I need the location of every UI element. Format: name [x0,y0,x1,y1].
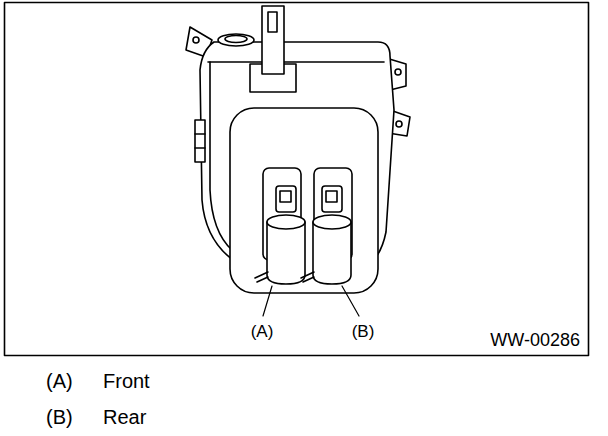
pump-connector [326,191,337,202]
pump-connector [322,186,342,212]
ear-hole [395,69,401,75]
ear-hole [396,121,402,127]
washer-pump [313,222,351,284]
leader-line [263,286,272,316]
hose-nipple [255,272,268,282]
side-tab [195,120,205,162]
key-letter: (A) [46,371,73,391]
pump-connector [280,191,291,202]
callout-letter: (B) [352,323,375,340]
tank-edge [208,61,384,63]
ear-hole [193,37,199,43]
pump-connector [276,186,296,212]
hose-nipple [301,272,314,282]
callout-letter: (A) [251,323,274,340]
bracket-hole [268,12,277,32]
filler-neck [225,36,247,43]
leader-line [342,286,359,316]
figure-frame [5,3,589,356]
key-letter: (B) [46,407,73,427]
key-text: Rear [103,407,146,427]
reservoir [230,108,378,293]
side-tab [195,134,205,148]
bracket [262,6,284,74]
washer-pump [267,222,305,284]
figure-code: WW-00286 [490,331,580,349]
key-text: Front [103,371,150,391]
tank-edge [210,62,232,250]
washer-pump [267,215,305,229]
washer-pump [313,215,351,229]
filler-neck [218,34,254,46]
